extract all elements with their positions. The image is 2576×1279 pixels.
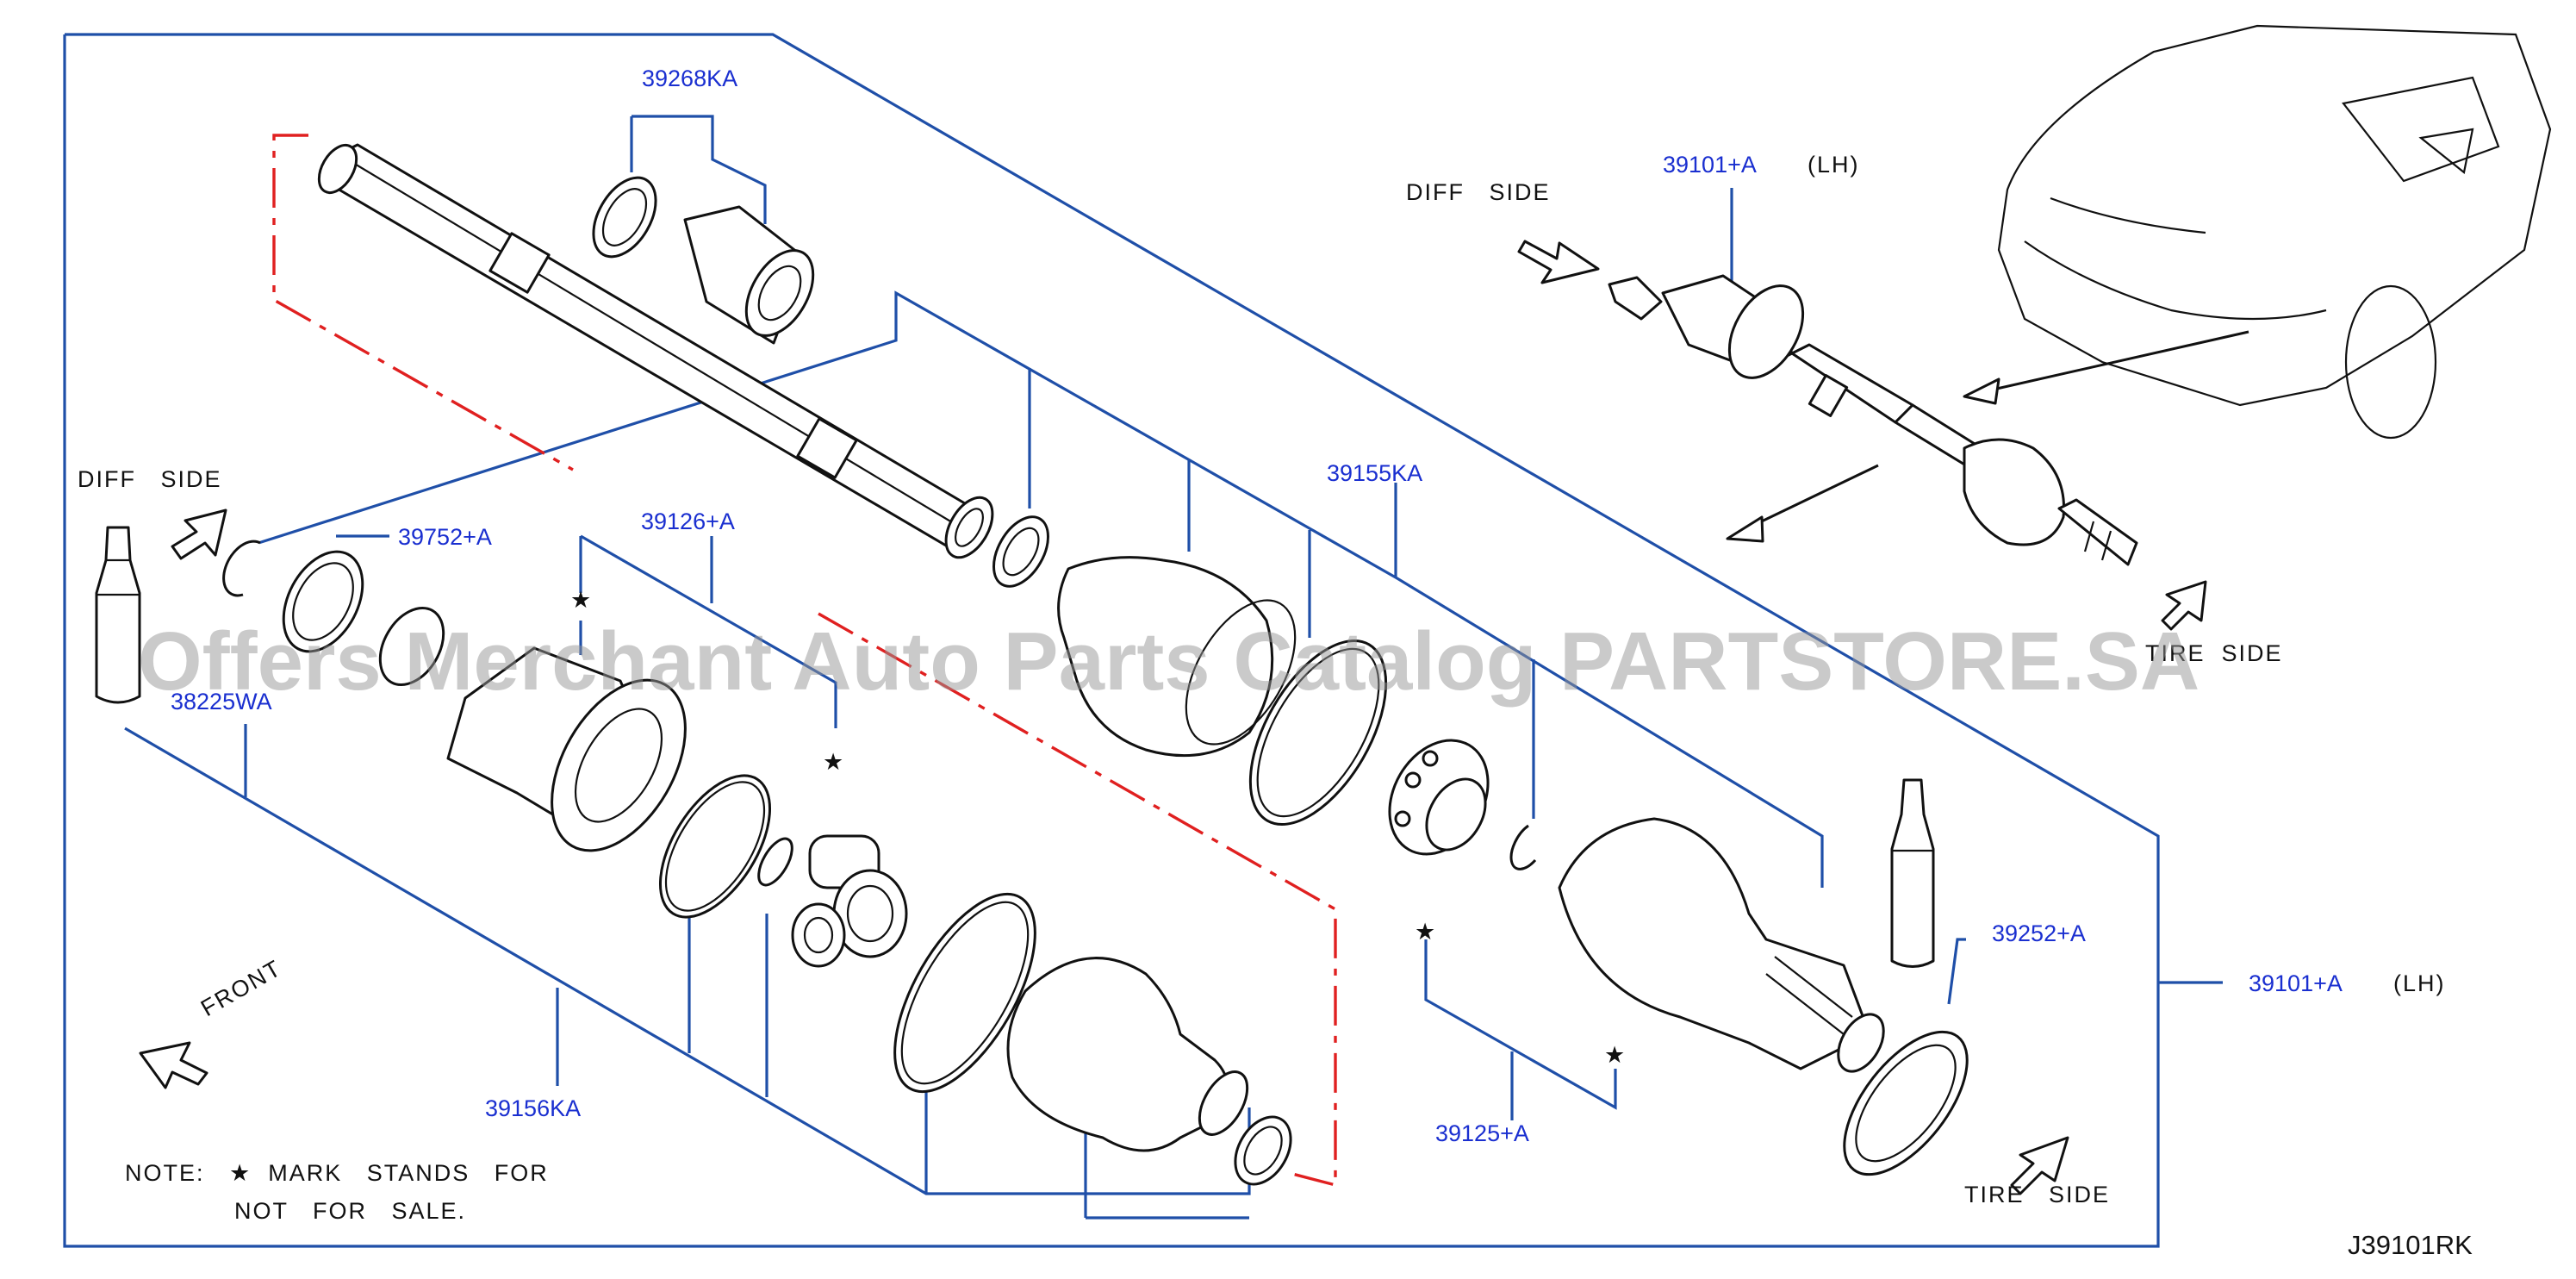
alignment-dash-lines [272, 134, 1337, 1188]
star-marker: ★ [1415, 919, 1437, 945]
snap-ring-small [757, 837, 793, 887]
tire-side-label-top: TIRE SIDE [2145, 640, 2283, 666]
grease-tube-right [1890, 778, 1935, 968]
shaft-assembly-overview [1608, 274, 2138, 566]
o-ring [658, 774, 772, 919]
diagram-code: J39101RK [2348, 1230, 2473, 1260]
tire-side-label-bottom: TIRE SIDE [1964, 1182, 2110, 1207]
note-line-1: NOTE: ★ MARK STANDS FOR [125, 1160, 549, 1186]
star-marker: ★ [570, 587, 593, 613]
boot-band-large-inner [893, 892, 1036, 1094]
side-indicator-top: (LH) [1808, 152, 1860, 178]
circlip-right [1509, 824, 1537, 870]
boot-band-small-outer [992, 515, 1049, 588]
part-number-39156KA: 39156KA [485, 1095, 581, 1121]
note-line-2: NOT FOR SALE. [234, 1198, 466, 1224]
damper-39268KA [592, 176, 815, 345]
part-number-39101A-top: 39101+A [1663, 152, 1757, 178]
part-number-39101A-right: 39101+A [2249, 970, 2343, 996]
boot-band-small-inner [1234, 1115, 1292, 1186]
drive-shaft [317, 143, 994, 559]
front-label: FRONT [196, 955, 286, 1021]
star-marker: ★ [1604, 1042, 1627, 1068]
star-marker: ★ [823, 749, 845, 775]
part-number-39125A: 39125+A [1435, 1120, 1529, 1146]
part-number-39268KA: 39268KA [642, 66, 737, 91]
seal-39752A [282, 550, 364, 653]
side-indicator-right: (LH) [2393, 970, 2446, 996]
part-number-39155KA: 39155KA [1327, 460, 1422, 486]
star-markers: ★ ★ ★ ★ [570, 587, 1627, 1068]
diff-side-label-left: DIFF SIDE [78, 466, 222, 492]
part-number-labels: 39268KA 39101+A (LH) 39752+A 39126+A 391… [171, 66, 2446, 1146]
diff-side-label-top: DIFF SIDE [1406, 179, 1551, 205]
vehicle-outline [1997, 24, 2552, 440]
tripod-spider [791, 834, 908, 968]
grease-tube-38225WA [95, 526, 141, 704]
assembly-frame [63, 33, 2160, 1248]
inner-joint-housing [378, 606, 687, 852]
circlip-left [222, 540, 261, 597]
part-number-39752A: 39752+A [398, 524, 492, 550]
seal-39252A [1843, 1030, 1969, 1176]
outer-joint [1558, 817, 1885, 1073]
ball-cage [1388, 739, 1490, 856]
inner-boot [1006, 957, 1249, 1152]
outer-boot [1057, 556, 1297, 758]
part-number-39126A: 39126+A [641, 508, 735, 534]
boot-band-large-outer [1248, 639, 1388, 827]
part-number-39252A: 39252+A [1992, 920, 2086, 946]
watermark: Offers Merchant Auto Parts Catalog PARTS… [138, 615, 2200, 708]
direction-arrows [139, 240, 2249, 1195]
part-number-38225WA: 38225WA [171, 689, 272, 714]
